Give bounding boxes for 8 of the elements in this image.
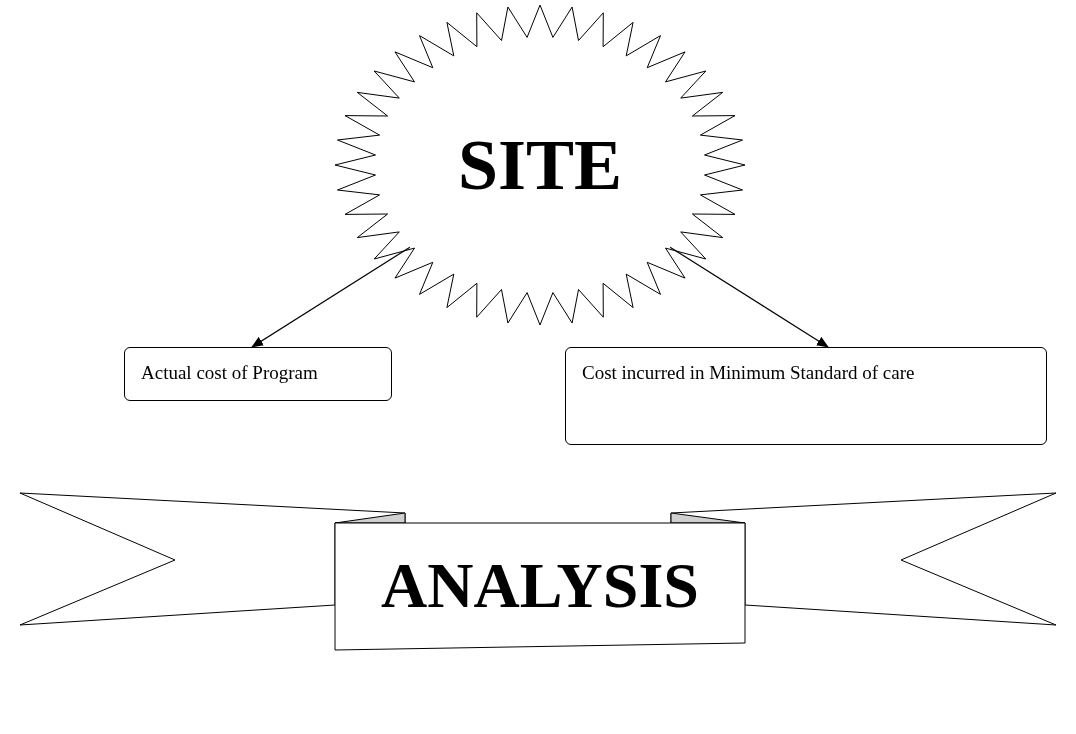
arrow (251, 246, 411, 348)
node-title: SITE (457, 129, 623, 201)
box-text: Cost incurred in Minimum Standard of care (582, 361, 916, 385)
banner-title: ANALYSIS (381, 553, 699, 618)
rounded-box (124, 347, 392, 401)
arrow (669, 246, 829, 348)
box-text: Actual cost of Program (141, 361, 319, 385)
rounded-box (565, 347, 1047, 445)
